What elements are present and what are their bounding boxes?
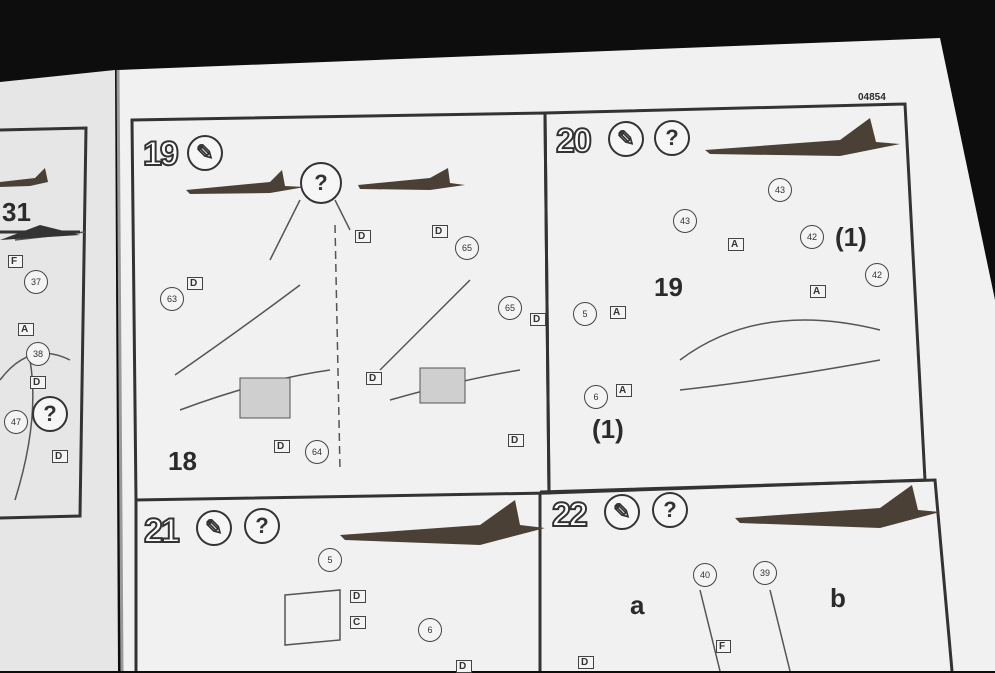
question-icon: ? bbox=[32, 396, 68, 432]
decal-tag: D bbox=[187, 277, 204, 290]
step-number-19: 19 bbox=[142, 134, 180, 174]
callout-19: 19 bbox=[654, 272, 683, 302]
callout-18: 18 bbox=[168, 446, 197, 476]
decal-tag: D bbox=[366, 372, 383, 385]
part-number: 65 bbox=[498, 296, 522, 320]
part-number: 64 bbox=[305, 440, 329, 464]
decal-tag: A bbox=[728, 238, 745, 251]
decal-tag: D bbox=[530, 313, 547, 326]
glue-icon: ✎ bbox=[604, 494, 640, 530]
part-number: 6 bbox=[584, 385, 608, 409]
decal-tag: D bbox=[52, 450, 69, 463]
left-step-number: 31 bbox=[2, 197, 31, 227]
part-number: 47 bbox=[4, 410, 28, 434]
decal-tag: D bbox=[350, 590, 367, 603]
part-number: 43 bbox=[768, 178, 792, 202]
decal-tag: A bbox=[810, 285, 827, 298]
decal-tag: A bbox=[18, 323, 35, 336]
callout-1: (1) bbox=[592, 414, 624, 444]
part-number: 43 bbox=[673, 209, 697, 233]
decal-tag: D bbox=[508, 434, 525, 447]
question-icon: ? bbox=[300, 162, 342, 204]
part-number: 6 bbox=[418, 618, 442, 642]
decal-tag: D bbox=[578, 656, 595, 669]
glue-icon: ✎ bbox=[608, 121, 644, 157]
part-number: 42 bbox=[800, 225, 824, 249]
question-icon: ? bbox=[652, 492, 688, 528]
question-icon: ? bbox=[654, 120, 690, 156]
page-number: 04854 bbox=[858, 92, 886, 103]
part-number: 40 bbox=[693, 563, 717, 587]
glue-icon: ✎ bbox=[187, 135, 223, 171]
decal-tag: A bbox=[616, 384, 633, 397]
step-number-22: 22 bbox=[551, 495, 589, 535]
decal-tag: F bbox=[716, 640, 732, 653]
decal-tag: D bbox=[274, 440, 291, 453]
callout-1: (1) bbox=[835, 222, 867, 252]
part-number: 38 bbox=[26, 342, 50, 366]
callout-a: a bbox=[630, 590, 645, 620]
part-number: 5 bbox=[318, 548, 342, 572]
decal-tag: D bbox=[432, 225, 449, 238]
decal-tag: A bbox=[610, 306, 627, 319]
callout-b: b bbox=[830, 583, 846, 613]
part-number: 63 bbox=[160, 287, 184, 311]
part-number: 39 bbox=[753, 561, 777, 585]
step-number-20: 20 bbox=[555, 121, 593, 161]
part-number: 42 bbox=[865, 263, 889, 287]
part-number: 5 bbox=[573, 302, 597, 326]
question-icon: ? bbox=[244, 508, 280, 544]
glue-icon: ✎ bbox=[196, 510, 232, 546]
part-number: 65 bbox=[455, 236, 479, 260]
decal-tag: D bbox=[355, 230, 372, 243]
part-number: 37 bbox=[24, 270, 48, 294]
step-number-21: 21 bbox=[143, 511, 181, 551]
decal-tag: F bbox=[8, 255, 24, 268]
decal-tag: D bbox=[30, 376, 47, 389]
decal-tag: C bbox=[350, 616, 367, 629]
decal-tag: D bbox=[456, 660, 473, 673]
